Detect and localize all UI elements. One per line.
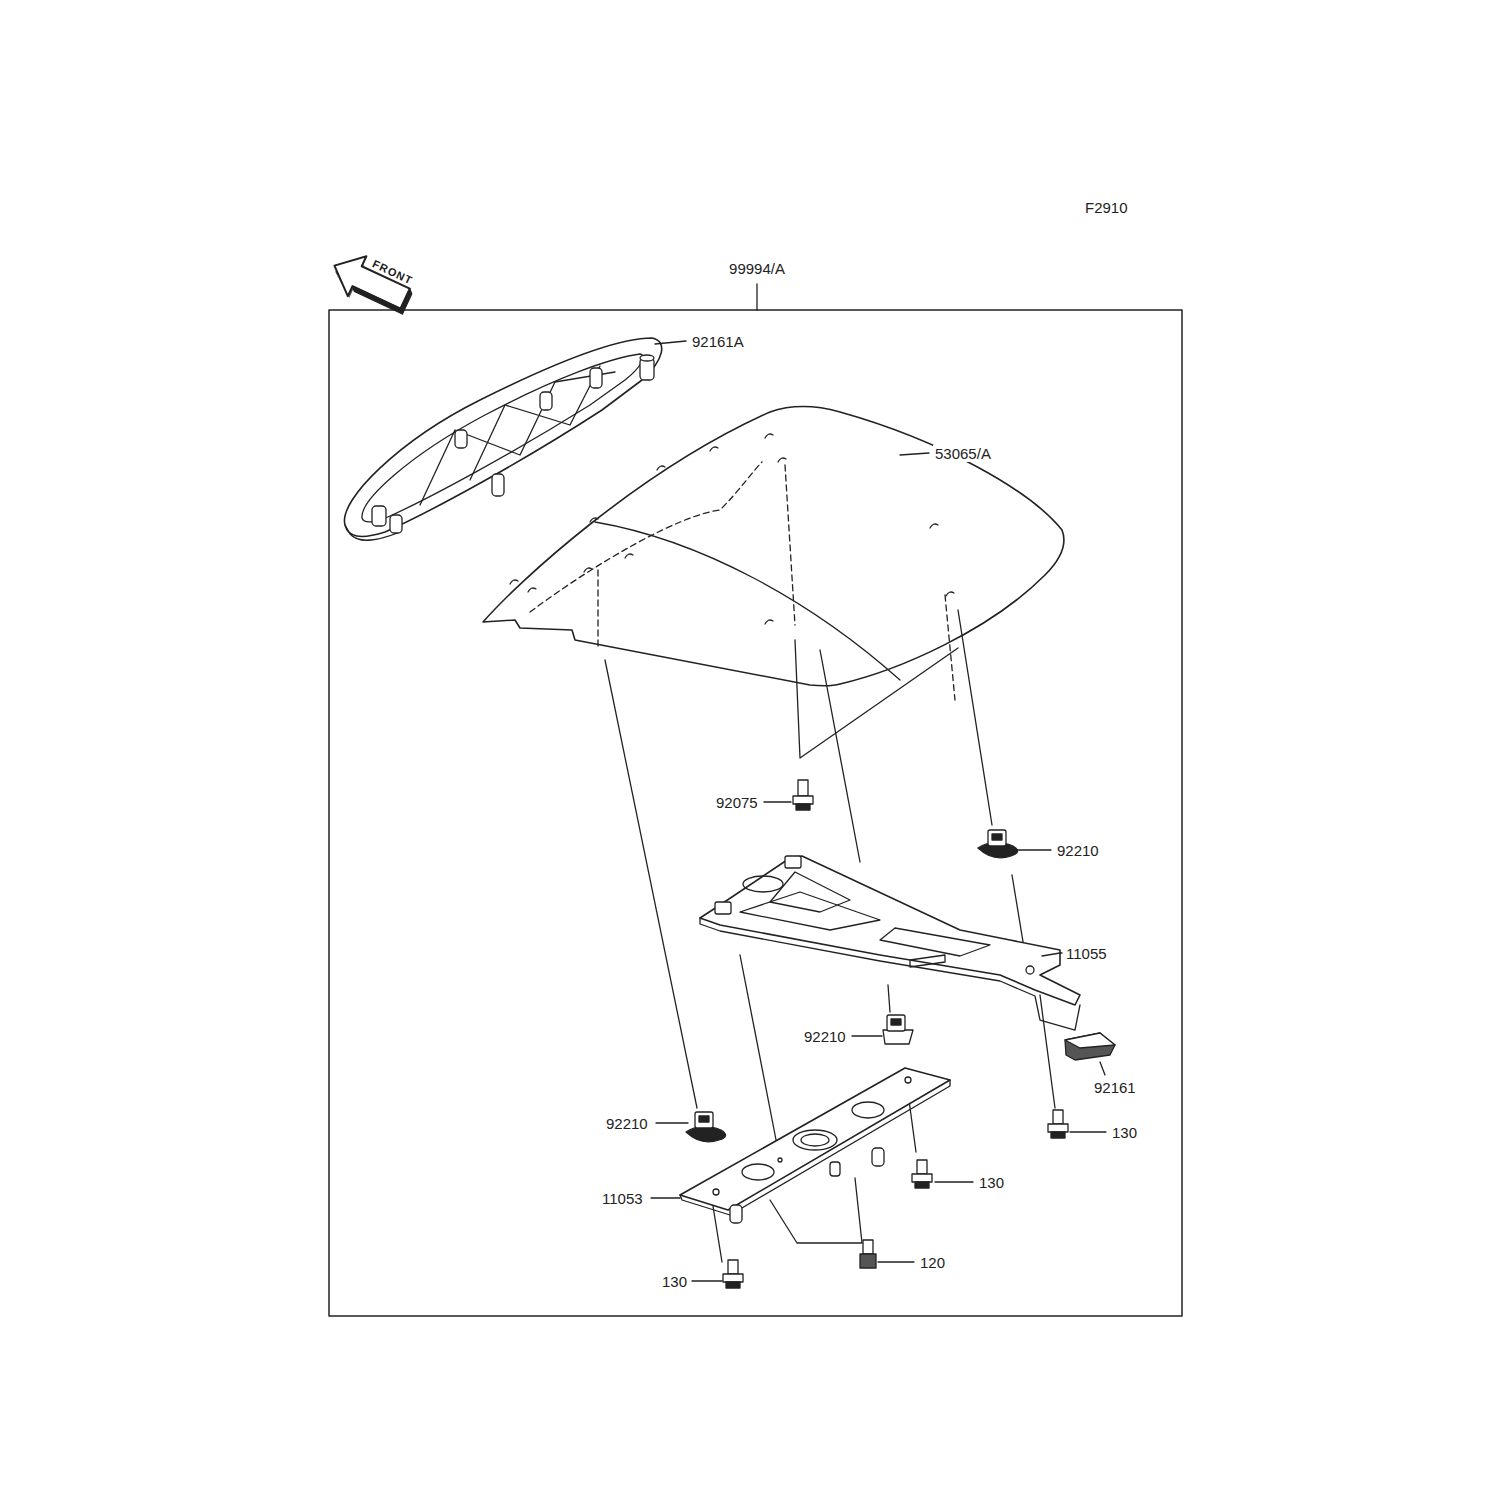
callout-number: 53065/A: [933, 445, 993, 462]
callout-number: 92075: [714, 794, 760, 811]
callout-number: 11055: [1064, 945, 1109, 962]
callout-number: 92210: [604, 1115, 650, 1132]
callout-number: 120: [918, 1254, 947, 1271]
callout-number: 92161: [1092, 1079, 1138, 1096]
callout-number: 92210: [802, 1028, 848, 1045]
callout-number: F2910: [1083, 199, 1130, 216]
callout-number: 99994/A: [727, 260, 787, 277]
callout-number: 11053: [600, 1190, 645, 1207]
callout-number: 130: [1110, 1124, 1139, 1141]
callout-number: 130: [660, 1273, 689, 1290]
callout-number: 130: [977, 1174, 1006, 1191]
callout-number: 92210: [1055, 842, 1101, 859]
callout-number: 92161A: [690, 333, 746, 350]
